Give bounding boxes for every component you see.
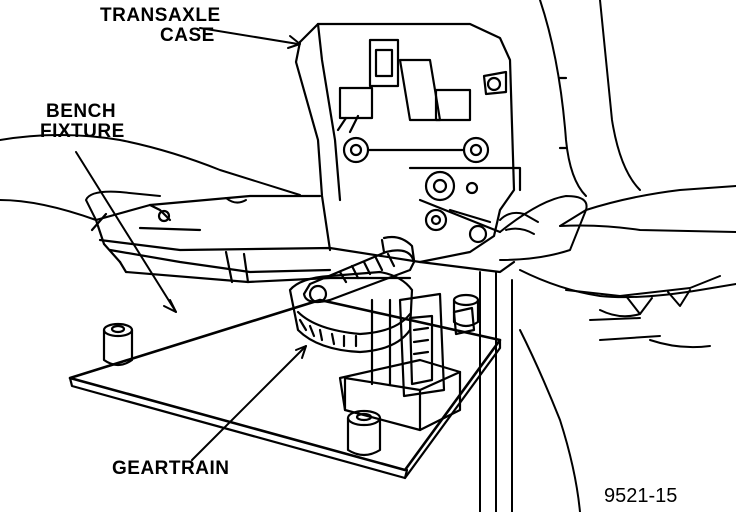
geartrain — [288, 235, 476, 398]
bench-fixture-label: BENCH FIXTURE — [40, 102, 125, 142]
leader-lines — [75, 27, 307, 461]
bench-base-plate — [68, 298, 502, 480]
support-post-left — [102, 322, 134, 367]
leader-bench-fixture — [75, 151, 177, 313]
bench-fixture-label-line2: FIXTURE — [40, 121, 125, 142]
bench-fixture-label-line1: BENCH — [46, 101, 117, 122]
transaxle-case-label-line2: CASE — [160, 25, 215, 46]
transaxle-case-label: TRANSAXLE CASE — [100, 6, 221, 46]
figure-number: 9521-15 — [604, 485, 678, 507]
leader-geartrain — [191, 345, 307, 461]
geartrain-label: GEARTRAIN — [112, 458, 230, 479]
transaxle-case-label-line1: TRANSAXLE — [100, 5, 221, 26]
transaxle-case — [294, 22, 568, 264]
bench-fixture-arm — [90, 194, 516, 284]
fixture-block — [338, 358, 462, 432]
leader-transaxle-case — [199, 27, 299, 45]
